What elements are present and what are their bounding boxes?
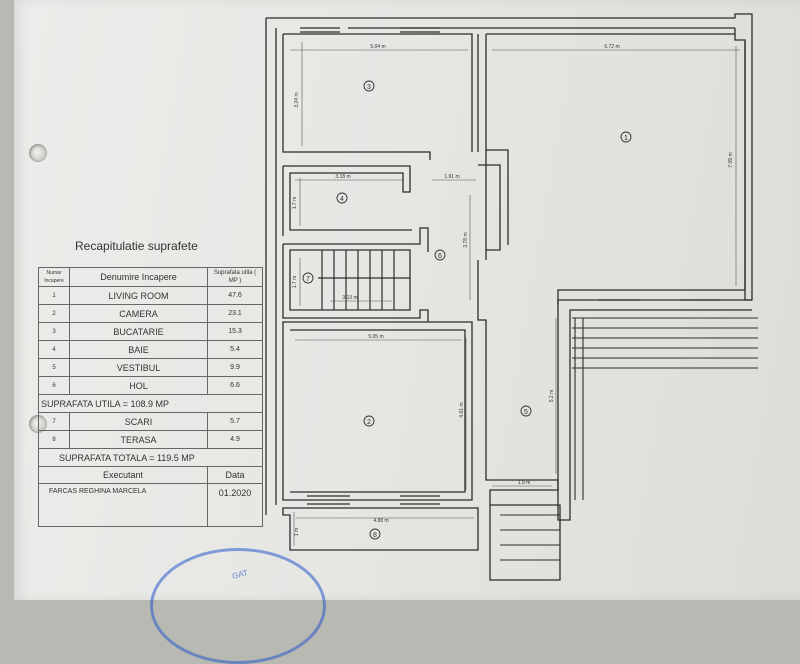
dim-label: 5.2 m: [549, 390, 555, 403]
table-row: 6 HOL 6.6: [38, 376, 263, 395]
official-stamp: [150, 548, 326, 664]
hall-walls: [478, 149, 509, 251]
central-wall: [477, 34, 487, 260]
table-row: 5 VESTIBUL 9.9: [38, 358, 263, 377]
window-marks-bottom: [307, 495, 440, 505]
window-marks: [300, 27, 720, 301]
room-number: 8: [373, 532, 377, 539]
dim-label: 3.18 m: [335, 174, 350, 180]
room-number: 3: [367, 84, 371, 91]
stairs-walls: [282, 227, 429, 322]
dimension-labels: 5.04 m 6.72 m 3.24 m 7.09 m 3.18 m 1.91 …: [292, 44, 734, 536]
stair-treads: [318, 250, 410, 310]
dim-label: 4.88 m: [373, 518, 388, 524]
dim-label: 7.09 m: [728, 152, 734, 167]
vestibul-walls: [477, 260, 559, 505]
room-number: 1: [624, 135, 628, 142]
room-numbers: 3 1 4 6 7 2 5 8: [306, 84, 628, 539]
terrace-steps: [500, 317, 758, 561]
table-row: 7 SCARI 5.7: [38, 412, 263, 431]
kitchen-walls: [282, 33, 473, 160]
dimension-lines: [290, 42, 740, 546]
room-number: 4: [340, 196, 344, 203]
room-number: 5: [524, 409, 528, 416]
table-row: 2 CAMERA 23.1: [38, 304, 263, 323]
room-number: 7: [306, 276, 310, 283]
recap-table: Numar Incapere Denumire Incapere Suprafa…: [38, 267, 263, 527]
terrace-wall: [557, 299, 752, 521]
entry-steps: [489, 504, 561, 581]
outer-wall-left: [265, 18, 277, 515]
dim-label: 1.7 m: [292, 197, 298, 210]
floor-plan: 3 1 4 6 7 2 5 8 5.04 m 6.72 m 3.24 m 7.0…: [265, 13, 758, 581]
executant-name: FARCAS REGHINA MARCELA: [38, 483, 208, 527]
dim-label: 1 m: [294, 528, 300, 536]
bath-walls: [282, 165, 412, 236]
table-row: 3 BUCATARIE 15.3: [38, 322, 263, 341]
outer-wall-top: [266, 13, 753, 301]
room-2-walls: [282, 321, 473, 501]
punch-hole-top: [29, 144, 47, 162]
room-number: 6: [438, 253, 442, 260]
date-value: 01.2020: [207, 483, 263, 527]
executant-row: FARCAS REGHINA MARCELA 01.2020: [38, 483, 263, 527]
dim-label: 1.9 m: [518, 480, 531, 486]
terrace-8-walls: [282, 507, 479, 551]
dim-label: 3.13 m: [342, 295, 357, 301]
dim-label: 6.72 m: [604, 44, 619, 50]
table-row: 4 BAIE 5.4: [38, 340, 263, 359]
dim-label: 5.04 m: [370, 44, 385, 50]
recap-title: Recapitulatie suprafete: [75, 239, 198, 253]
dim-label: 5.05 m: [368, 334, 383, 340]
dim-label: 4.61 m: [459, 402, 465, 417]
dim-label: 3.24 m: [294, 92, 300, 107]
room-number-circles: [302, 80, 632, 540]
dim-label: 3.78 m: [463, 232, 469, 247]
dim-label: 1.91 m: [444, 174, 459, 180]
room-number: 2: [367, 419, 371, 426]
dim-label: 1.7 m: [292, 276, 298, 289]
